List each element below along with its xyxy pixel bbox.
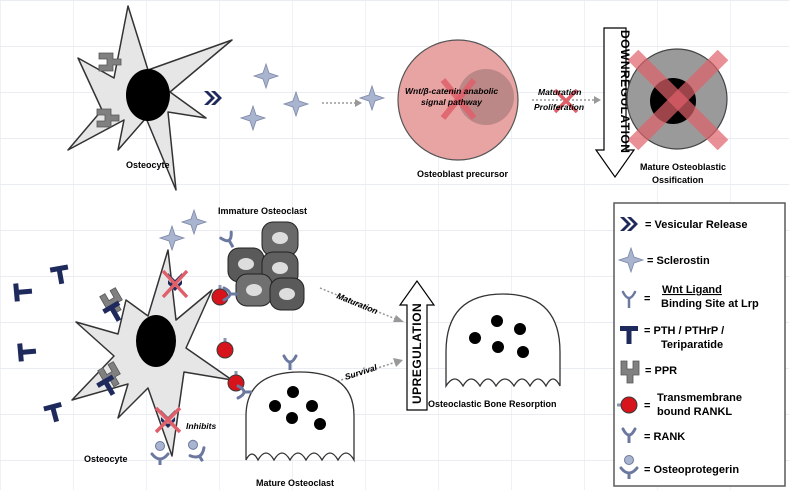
blocked-vesicle-icon <box>154 406 182 434</box>
mature-osteoblast-cell <box>626 48 729 151</box>
maturation-bottom-label: Maturation <box>335 291 379 317</box>
osteocyte-bottom-label: Osteocyte <box>84 454 128 464</box>
immature-osteoclast-label: Immature Osteoclast <box>218 206 307 216</box>
pth-molecule-icon <box>17 342 37 362</box>
mature-osteoclast-label: Mature Osteoclast <box>256 478 334 488</box>
vesicular-release-icon <box>204 91 222 105</box>
pth-molecule-icon <box>49 264 71 286</box>
legend-pth-label-2: Teriparatide <box>661 339 723 351</box>
osteocyte-top-cell <box>67 5 233 191</box>
legend-wnt-label-1: Wnt Ligand <box>662 284 722 296</box>
maturation-top-label: Maturation <box>538 87 581 97</box>
rankl-icon <box>215 336 235 360</box>
rank-receptor-icon <box>219 230 240 252</box>
upregulation-label: UPREGULATION <box>410 303 424 404</box>
legend-wnt-label-2: Binding Site at Lrp <box>661 298 759 310</box>
legend-box <box>613 202 786 487</box>
mature-osteoclast-cell <box>245 371 355 463</box>
wnt-pathway-label-2: signal pathway <box>421 97 483 107</box>
proliferation-label: Proliferation <box>534 102 584 112</box>
sclerostin-icon <box>359 85 385 111</box>
wnt-pathway-label-1: Wnt/β-catenin anabolic <box>405 86 498 96</box>
pth-molecule-icon <box>13 282 33 302</box>
immature-osteoclast-cluster <box>227 221 305 311</box>
legend-sclerostin-label: = Sclerostin <box>647 255 710 267</box>
sclerostin-icon <box>240 105 266 131</box>
osteoblast-precursor-cell <box>397 39 519 161</box>
arrow-maturation-proliferation <box>532 88 601 114</box>
legend-pth-label-1: = PTH / PTHrP / <box>644 325 724 337</box>
sclerostin-icon <box>283 91 309 117</box>
blocked-vesicle-icon <box>161 269 189 299</box>
osteocyte-bottom-cell <box>71 249 233 457</box>
arrow-maturation-bottom <box>319 287 404 322</box>
legend-rankl-label-2: bound RANKL <box>657 406 732 418</box>
inhibits-label: Inhibits <box>186 421 216 431</box>
arrow-to-precursor <box>322 99 362 107</box>
legend-rank-label: = RANK <box>644 431 685 443</box>
pth-molecule-icon <box>43 401 66 424</box>
osteoblast-precursor-label: Osteoblast precursor <box>417 169 509 179</box>
legend-rankl-eq: = <box>644 400 650 412</box>
mature-osteoblastic-label-1: Mature Osteoblastic <box>640 162 726 172</box>
osteoprotegerin-icon <box>182 435 211 467</box>
upregulation-arrow: UPREGULATION <box>398 279 436 411</box>
rank-receptor-icon <box>282 354 298 372</box>
osteoclastic-resorption-label: Osteoclastic Bone Resorption <box>428 399 557 409</box>
sclerostin-icon <box>253 63 279 89</box>
sclerostin-icon <box>181 209 207 235</box>
mature-osteoblastic-label-2: Ossification <box>652 175 704 185</box>
legend-opg-label: = Osteoprotegerin <box>644 464 739 476</box>
osteocyte-top-label: Osteocyte <box>126 160 170 170</box>
resorbing-osteoclast-cell <box>445 293 561 389</box>
sclerostin-icon <box>159 225 185 251</box>
legend-wnt-eq: = <box>644 293 650 305</box>
legend-ppr-label: = PPR <box>645 365 677 377</box>
osteoprotegerin-icon <box>150 440 170 467</box>
survival-label: Survival <box>344 362 379 382</box>
legend-vesicular-label: = Vesicular Release <box>645 219 747 231</box>
legend-rankl-label-1: Transmembrane <box>657 392 742 404</box>
